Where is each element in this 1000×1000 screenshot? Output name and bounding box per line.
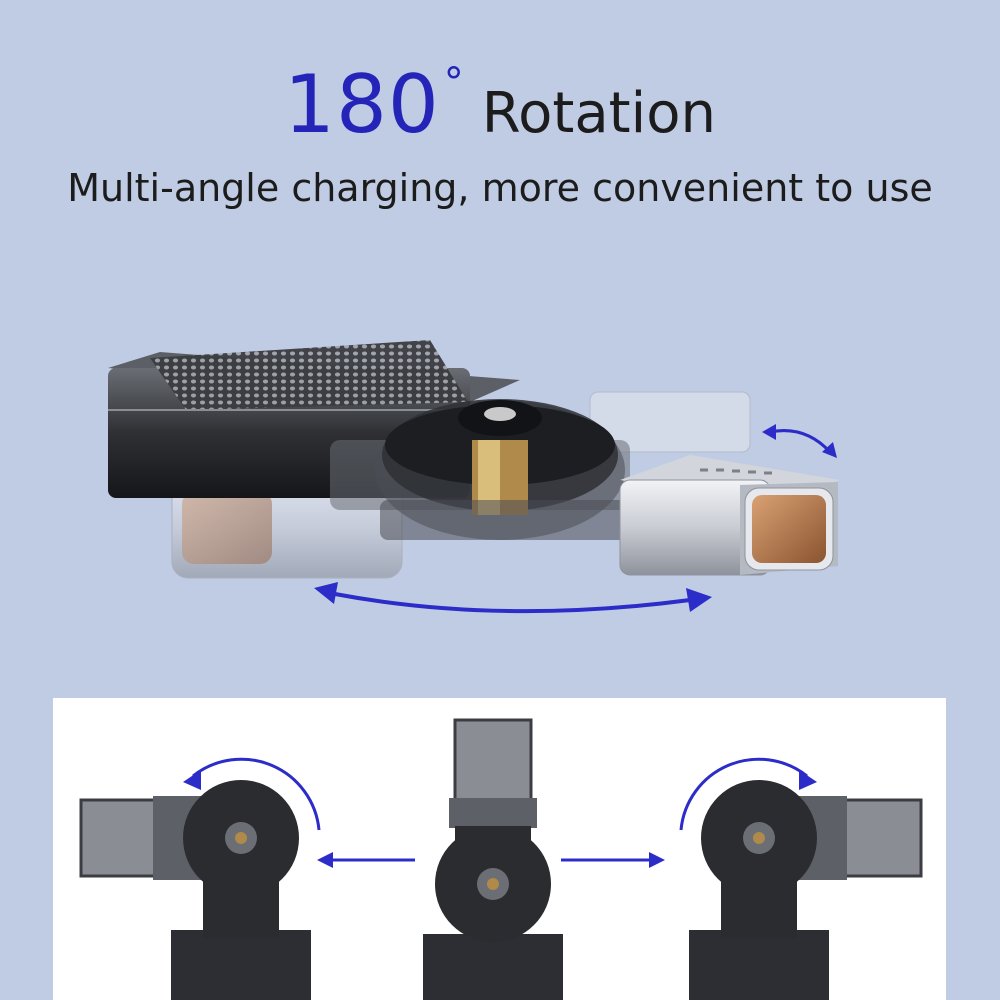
- headline-word: Rotation: [481, 81, 716, 146]
- degree-symbol: °: [443, 60, 464, 106]
- arrow-right-icon: [561, 852, 665, 868]
- double-arrow-icon: [762, 424, 837, 458]
- arrow-left-icon: [317, 852, 415, 868]
- orientation-left: [79, 757, 321, 1000]
- rotate-clockwise-arrow-icon: [679, 757, 808, 831]
- curved-double-arrow-icon: [314, 582, 712, 614]
- orientation-panel: [53, 698, 946, 1000]
- orientation-right: [679, 757, 923, 1000]
- silver-connector-right: [619, 455, 840, 576]
- headline-number: 180: [284, 58, 440, 151]
- rotate-counterclockwise-arrow-icon: [192, 757, 321, 831]
- rotating-hub: [330, 399, 630, 540]
- product-illustration: [108, 340, 840, 614]
- orientation-illustrations: [79, 718, 923, 1000]
- orientation-center: [423, 718, 563, 1000]
- headline: 180° Rotation: [0, 58, 1000, 151]
- subtitle: Multi-angle charging, more convenient to…: [67, 166, 933, 210]
